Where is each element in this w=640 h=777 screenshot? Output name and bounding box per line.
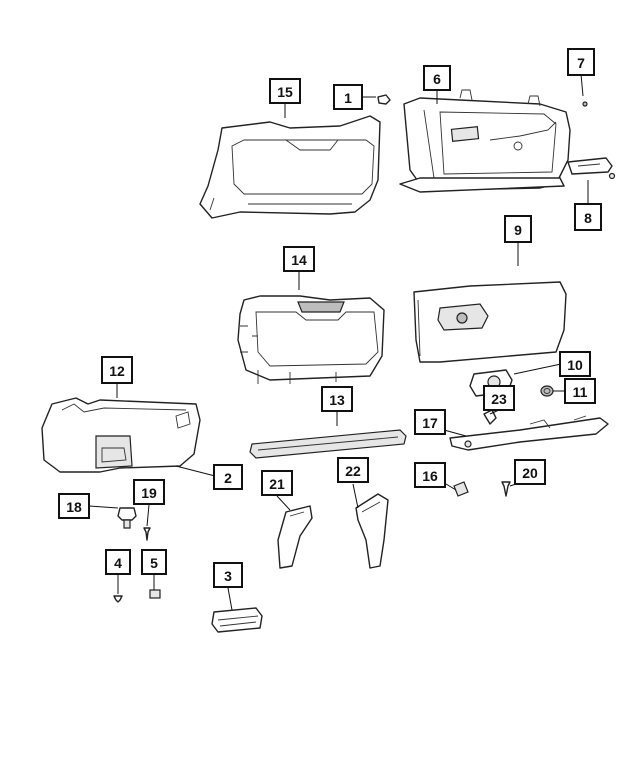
callout-box xyxy=(414,409,446,435)
part-22-side-trim xyxy=(355,493,389,569)
callout-box xyxy=(414,462,446,488)
part-6-housing xyxy=(399,89,571,193)
callout-number: 5 xyxy=(150,555,158,571)
callout-6: 6 xyxy=(423,65,451,91)
callout-3: 3 xyxy=(213,562,243,588)
callout-number: 7 xyxy=(577,55,585,71)
callout-number: 17 xyxy=(422,415,438,431)
callout-number: 19 xyxy=(141,485,157,501)
callout-box xyxy=(213,464,243,490)
callout-18: 18 xyxy=(58,493,90,519)
callout-number: 10 xyxy=(567,357,583,373)
callout-box xyxy=(58,493,90,519)
callout-box xyxy=(269,78,301,104)
callout-4: 4 xyxy=(105,549,131,575)
callout-number: 13 xyxy=(329,392,345,408)
callout-box xyxy=(333,84,363,110)
callout-number: 2 xyxy=(224,470,232,486)
callout-number: 9 xyxy=(514,222,522,238)
callout-number: 11 xyxy=(573,384,588,400)
callout-box xyxy=(559,351,591,377)
part-21-side-trim xyxy=(277,505,313,569)
part-9-door xyxy=(413,281,567,363)
callout-23: 23 xyxy=(483,385,515,411)
callout-box xyxy=(574,203,602,231)
callout-9: 9 xyxy=(504,215,532,243)
callout-16: 16 xyxy=(414,462,446,488)
part-15-bezel xyxy=(199,115,381,219)
callout-box xyxy=(321,386,353,412)
callout-number: 15 xyxy=(277,84,293,100)
callout-box xyxy=(564,378,596,404)
callout-number: 23 xyxy=(491,391,507,407)
part-7-screw xyxy=(582,101,588,107)
part-5-clip xyxy=(149,589,161,599)
callout-number: 1 xyxy=(344,90,352,106)
callout-17: 17 xyxy=(414,409,446,435)
callout-number: 4 xyxy=(114,555,122,571)
part-12-lower-panel xyxy=(41,397,201,473)
callout-number: 20 xyxy=(522,465,538,481)
callout-20: 20 xyxy=(514,459,546,485)
part-8-bracket xyxy=(567,157,616,180)
callout-1: 1 xyxy=(333,84,363,110)
part-18-fastener xyxy=(117,507,137,529)
part-16-clip xyxy=(453,481,469,497)
callout-13: 13 xyxy=(321,386,353,412)
callout-box xyxy=(567,48,595,76)
callout-box xyxy=(423,65,451,91)
callout-box xyxy=(133,479,165,505)
callout-22: 22 xyxy=(337,457,369,483)
callout-box xyxy=(504,215,532,243)
part-20-screw xyxy=(501,481,511,497)
callout-number: 21 xyxy=(269,476,285,492)
part-3-module xyxy=(211,607,263,633)
callout-box xyxy=(261,470,293,496)
callout-15: 15 xyxy=(269,78,301,104)
callout-10: 10 xyxy=(559,351,591,377)
part-4-screw xyxy=(113,595,123,603)
callout-number: 3 xyxy=(224,568,232,584)
callout-number: 14 xyxy=(291,252,307,268)
part-1-clip xyxy=(377,94,391,105)
callout-7: 7 xyxy=(567,48,595,76)
callout-box xyxy=(514,459,546,485)
callout-number: 12 xyxy=(109,363,125,379)
callout-2: 2 xyxy=(213,464,243,490)
callout-number: 16 xyxy=(422,468,438,484)
callout-box xyxy=(105,549,131,575)
leader-lines xyxy=(88,73,589,611)
part-13-trim-strip xyxy=(249,429,407,459)
part-17-hinge xyxy=(449,415,609,451)
part-23-clip xyxy=(483,409,497,425)
callout-14: 14 xyxy=(283,246,315,272)
callout-box xyxy=(337,457,369,483)
callout-number: 18 xyxy=(66,499,82,515)
part-14-bin xyxy=(237,295,385,384)
callout-box xyxy=(483,385,515,411)
part-11-lock xyxy=(540,385,554,397)
callout-19: 19 xyxy=(133,479,165,505)
callout-box xyxy=(213,562,243,588)
callout-21: 21 xyxy=(261,470,293,496)
callout-8: 8 xyxy=(574,203,602,231)
callout-box xyxy=(141,549,167,575)
callout-5: 5 xyxy=(141,549,167,575)
callout-box xyxy=(283,246,315,272)
callout-11: 11 xyxy=(564,378,596,404)
callout-12: 12 xyxy=(101,356,133,384)
callout-number: 8 xyxy=(584,210,592,226)
callout-number: 6 xyxy=(433,71,441,87)
part-19-screw xyxy=(143,527,151,541)
callout-number: 22 xyxy=(345,463,361,479)
callout-box xyxy=(101,356,133,384)
